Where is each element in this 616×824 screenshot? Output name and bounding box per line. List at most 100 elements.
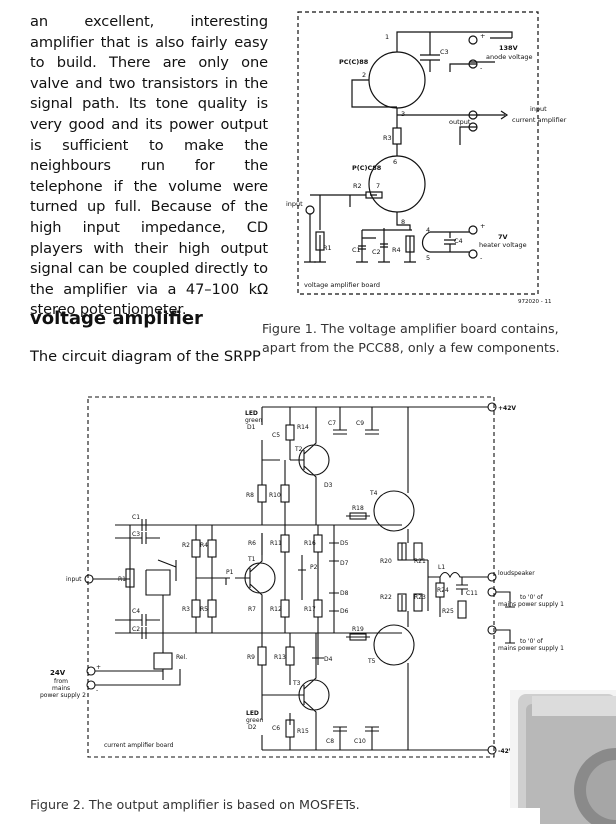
- resistor-r18: [349, 512, 367, 520]
- terminal-24v-plus: [86, 666, 96, 676]
- label-l1: L1: [438, 564, 445, 571]
- label-green-2: green: [246, 717, 264, 724]
- label-r4: R4: [392, 246, 401, 254]
- label-board-2: current amplifier board: [104, 742, 174, 749]
- terminal-input-2: [84, 574, 94, 584]
- label-r21: R21: [414, 558, 426, 565]
- label-rel: Rel.: [176, 654, 187, 661]
- label-r2: R2: [353, 182, 362, 190]
- terminal-zero-2: [487, 625, 497, 635]
- resistor-r17: [313, 599, 323, 618]
- label-led-1: LED: [245, 410, 258, 417]
- label-c1-2: C1: [132, 514, 140, 521]
- label-code: 972020 - 11: [518, 299, 551, 305]
- label-pin6: 6: [393, 158, 397, 166]
- resistor-r22: [397, 593, 407, 612]
- label-t1: T1: [247, 556, 256, 563]
- figure-2-schematic: +42V -42V LED green D1 LED green D2 C5 R…: [40, 396, 564, 758]
- label-d5: D5: [340, 540, 349, 547]
- label-from: from: [54, 678, 68, 685]
- label-to-zero-2a: to '0' of: [520, 638, 544, 645]
- label-led-2: LED: [246, 710, 259, 717]
- label-output: output: [449, 118, 471, 126]
- label-green-1: green: [245, 417, 263, 424]
- resistor-r21: [413, 542, 423, 561]
- resistor-r13: [285, 646, 295, 666]
- terminal-plus42: [487, 402, 497, 412]
- resistor-r20: [397, 542, 407, 561]
- label-c2: C2: [372, 248, 381, 256]
- label-c2-2: C2: [132, 626, 140, 633]
- label-pin2: 2: [362, 71, 366, 79]
- label-plus-rel: +: [96, 664, 101, 671]
- label-r3: R3: [383, 134, 392, 142]
- label-minus-1: -: [480, 64, 483, 72]
- label-pin1: 1: [385, 33, 389, 41]
- label-c5: C5: [272, 432, 280, 439]
- label-r1-2: R1: [118, 576, 126, 583]
- label-plus-1: +: [480, 32, 485, 40]
- label-r8: R8: [246, 492, 254, 499]
- resistor-r8: [257, 484, 267, 503]
- resistor-r5: [207, 599, 217, 618]
- label-input-2: input: [66, 576, 82, 583]
- label-t2: T2: [294, 446, 303, 453]
- label-r9: R9: [247, 654, 255, 661]
- label-current-amplifier: current amplifier: [512, 116, 567, 124]
- resistor-r4-2: [207, 539, 217, 558]
- label-r16: R16: [304, 540, 316, 547]
- label-loudspeaker: loudspeaker: [498, 570, 535, 577]
- label-r13: R13: [274, 654, 286, 661]
- label-anode-voltage: anode voltage: [486, 53, 533, 61]
- label-mains: mains: [52, 685, 70, 692]
- label-r5: R5: [200, 606, 208, 613]
- terminal-anode-plus: [468, 35, 478, 45]
- label-r12: R12: [270, 606, 282, 613]
- label-7v: 7V: [498, 233, 508, 241]
- terminal-loudspeaker-2: [487, 587, 497, 597]
- label-tube-bottom: P(C)C88: [352, 164, 382, 172]
- terminal-heater-plus: [468, 225, 478, 235]
- label-board: voltage amplifier board: [304, 281, 380, 289]
- resistor-r2: [365, 191, 383, 199]
- label-d8: D8: [340, 590, 349, 597]
- label-d4: D4: [324, 656, 333, 663]
- section-heading: voltage amplifier: [30, 308, 203, 329]
- label-c6: C6: [272, 725, 280, 732]
- label-c3: C3: [440, 48, 449, 56]
- resistor-r3: [392, 127, 402, 145]
- tube-top: [368, 51, 426, 109]
- label-c1: C1: [352, 246, 361, 254]
- label-t3: T3: [292, 680, 301, 687]
- terminal-input: [305, 205, 315, 215]
- resistor-r1-2: [125, 568, 135, 588]
- label-t5: T5: [367, 658, 376, 665]
- label-c7: C7: [328, 420, 336, 427]
- resistor-r24: [435, 582, 445, 598]
- label-r1: R1: [323, 244, 332, 252]
- label-r7: R7: [248, 606, 256, 613]
- intro-paragraph: an excellent, interesting amplifier that…: [30, 13, 268, 319]
- label-r22: R22: [380, 594, 392, 601]
- resistor-r19: [349, 633, 367, 641]
- label-d3: D3: [324, 482, 333, 489]
- label-d1: D1: [247, 424, 256, 431]
- label-r25: R25: [442, 608, 454, 615]
- resistor-r23: [413, 593, 423, 612]
- label-c9: C9: [356, 420, 364, 427]
- label-r15: R15: [297, 728, 309, 735]
- label-r10: R10: [269, 492, 281, 499]
- label-tube-top: PC(C)88: [339, 58, 369, 66]
- label-minus-rel: -: [96, 687, 98, 694]
- label-r24: R24: [437, 587, 449, 594]
- resistor-r15: [285, 719, 295, 738]
- section-paragraph: The circuit diagram of the SRPP: [30, 348, 261, 365]
- board-outline-2: [87, 396, 495, 758]
- label-pin7: 7: [376, 182, 380, 190]
- resistor-r4: [405, 235, 415, 253]
- label-input-current: input: [530, 105, 547, 113]
- resistor-r9: [257, 646, 267, 666]
- terminal-24v-minus: [86, 680, 96, 690]
- label-c10: C10: [354, 738, 366, 745]
- label-pin8: 8: [401, 218, 405, 226]
